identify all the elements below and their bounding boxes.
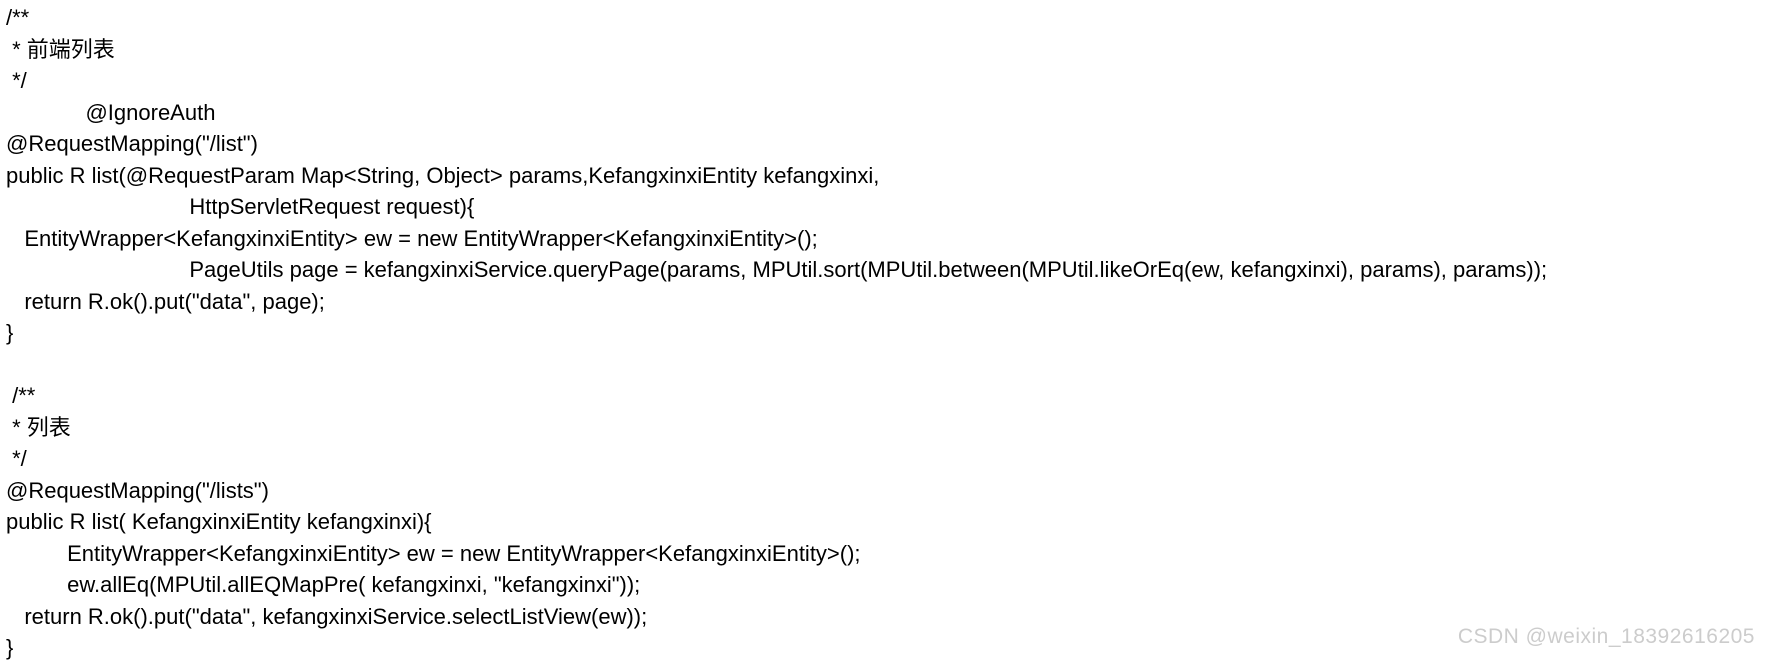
code-line: @RequestMapping("/list") [6,131,258,156]
code-line: */ [6,68,27,93]
code-line: } [6,320,14,345]
code-line: public R list( KefangxinxiEntity kefangx… [6,509,432,534]
code-line: * 列表 [6,414,71,440]
code-line: /** [6,383,36,408]
code-line: PageUtils page = kefangxinxiService.quer… [6,257,1548,282]
code-line: /** [6,5,30,30]
code-block: /** * 前端列表 */ @IgnoreAuth @RequestMapping… [6,2,1765,663]
code-line: } [6,635,14,660]
code-line: public R list(@RequestParam Map<String, … [6,162,880,188]
code-line: @IgnoreAuth [6,99,216,125]
code-line: EntityWrapper<KefangxinxiEntity> ew = ne… [6,540,861,566]
code-line: return R.ok().put("data", page); [6,288,325,314]
code-line: ew.allEq(MPUtil.allEQMapPre( kefangxinxi… [6,572,641,597]
code-line: return R.ok().put("data", kefangxinxiSer… [6,603,648,629]
code-line: */ [6,446,27,471]
csdn-watermark: CSDN @weixin_18392616205 [1457,625,1755,648]
code-line: HttpServletRequest request){ [6,194,475,219]
code-line: * 前端列表 [6,36,115,62]
code-line [6,349,1765,381]
code-line: @RequestMapping("/lists") [6,477,269,503]
code-line: EntityWrapper<KefangxinxiEntity> ew = ne… [6,225,818,251]
